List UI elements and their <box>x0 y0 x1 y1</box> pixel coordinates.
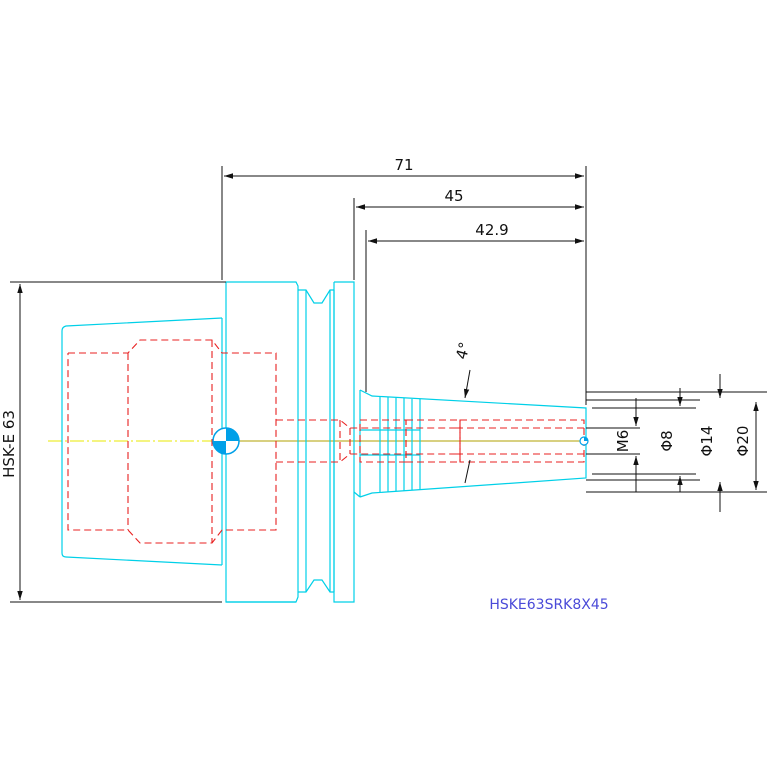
dimension-lines <box>10 166 767 603</box>
part-number-label: HSKE63SRK8X45 <box>489 597 608 613</box>
dim-flange-diameter: HSK-E 63 <box>0 410 18 478</box>
dim-taper-angle: 4° <box>452 340 474 361</box>
dim-shank-length: 45 <box>444 187 463 205</box>
nose-outline <box>353 389 587 498</box>
dim-thread: M6 <box>614 430 632 453</box>
hidden-lines <box>67 339 585 544</box>
end-center-symbol <box>579 436 589 446</box>
flange-outline <box>225 281 355 603</box>
dim-nose-diameter: Φ14 <box>698 426 716 457</box>
dim-taper-length: 42.9 <box>475 221 508 239</box>
datum-symbol <box>212 427 240 455</box>
dim-overall-length: 71 <box>394 156 413 174</box>
dim-end-diameter: Φ20 <box>734 426 752 457</box>
dim-bore: Φ8 <box>658 430 676 451</box>
